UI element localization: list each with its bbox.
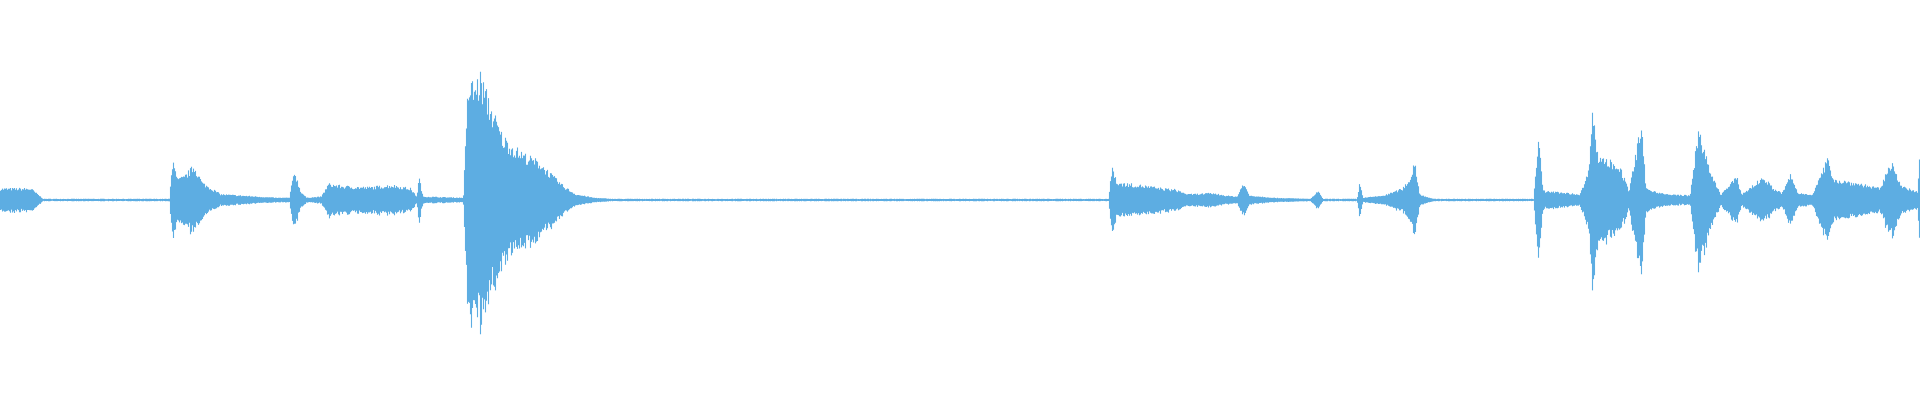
waveform-path	[0, 71, 1920, 335]
